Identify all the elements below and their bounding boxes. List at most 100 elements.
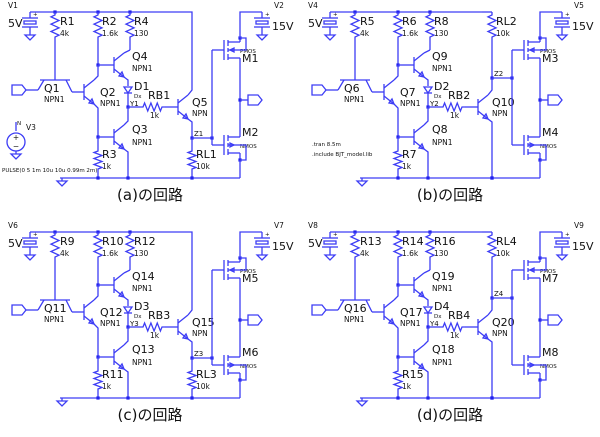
supply-in-name: V1 [8, 1, 18, 10]
supply-in-name: V6 [8, 221, 18, 230]
mos-p-name: M5 [242, 272, 259, 285]
q-in-model: NPN1 [344, 95, 365, 104]
diode-triangle [422, 306, 434, 315]
input-port[interactable] [311, 84, 327, 96]
plus-sign: + [333, 12, 338, 18]
voltage-source: + [554, 232, 570, 261]
battery-plate-short [23, 240, 37, 245]
output-port[interactable] [547, 94, 563, 106]
output-port[interactable] [547, 314, 563, 326]
junction-dot [126, 176, 130, 180]
resistor-mid [92, 12, 104, 40]
output-port[interactable] [247, 314, 263, 326]
output-port[interactable] [247, 94, 263, 106]
wire [423, 296, 429, 306]
mosfet-nmos [523, 355, 540, 375]
input-port[interactable] [11, 304, 27, 316]
q-drv-model: NPN [192, 109, 208, 118]
minus-sign: − [13, 142, 19, 151]
battery-plate-short [555, 20, 569, 25]
plus-sign: + [33, 232, 38, 238]
wire [423, 327, 429, 346]
emitter-arrow [481, 332, 490, 340]
resistor-base-value: 1k [450, 331, 460, 340]
transistor-q-split [78, 79, 96, 105]
voltage-source: + [254, 12, 270, 41]
net-z-label: Z4 [494, 290, 504, 298]
net-z-label: Z3 [194, 350, 203, 358]
ground-icon [9, 153, 23, 160]
ground-icon [355, 180, 369, 187]
collector-lead [113, 124, 125, 134]
voltage-source: + [22, 232, 38, 261]
resistor-top [424, 12, 436, 40]
resistor-base-name: RB1 [148, 89, 170, 102]
battery-plate-short [555, 240, 569, 245]
source-spec: PULSE(0 5 1m 10u 10u 0.99m 2m) [2, 168, 97, 174]
wire [240, 37, 247, 51]
port-shape [547, 94, 563, 106]
collector-lead [113, 52, 125, 62]
plus-sign: + [265, 232, 270, 238]
wire [239, 11, 262, 38]
q-drv-name: Q20 [492, 316, 515, 329]
transistor-q-drv [172, 94, 190, 120]
circuit-caption: (c)の回路 [118, 406, 183, 424]
q-in-emitter [37, 79, 45, 91]
q-down-model: NPN1 [432, 138, 453, 147]
resistor-base-value: 1k [150, 111, 160, 120]
resistor-in-name: R9 [60, 235, 75, 248]
input-port[interactable] [311, 304, 327, 316]
resistor-bot [92, 368, 104, 392]
mosfet-nmos [523, 135, 540, 155]
resistor-load-name: RL1 [196, 148, 217, 161]
emitter-arrow [417, 290, 426, 298]
plus-sign: + [565, 12, 570, 18]
emitter-arrow [417, 70, 426, 78]
wire [423, 148, 429, 178]
port-shape [547, 314, 563, 326]
emitter-arrow [87, 317, 96, 325]
pmos-arrow [228, 266, 235, 274]
wire [93, 285, 99, 301]
collector-lead [477, 94, 489, 104]
resistor-load-name: RL3 [196, 368, 217, 381]
circuit-caption: (a)の回路 [117, 186, 183, 204]
wire [240, 364, 247, 381]
input-port[interactable] [11, 84, 27, 96]
q-split-model: NPN1 [100, 319, 121, 328]
resistor-top-value: 130 [134, 29, 149, 38]
wire [123, 49, 131, 54]
wire [487, 298, 493, 316]
resistor-base-value: 1k [450, 111, 460, 120]
resistor-bot-name: R15 [402, 368, 424, 381]
wire [393, 65, 399, 81]
wire [123, 76, 129, 86]
emitter-arrow [87, 97, 96, 105]
q-in-model: NPN1 [44, 95, 65, 104]
diode-name: D3 [134, 300, 149, 313]
q-down-name: Q13 [132, 343, 155, 356]
mos-n-name: M2 [242, 126, 259, 139]
mosfet-nmos [223, 355, 240, 375]
transistor-q-down [408, 344, 426, 370]
transistor-q-drv [472, 94, 490, 120]
diode-icon [422, 306, 434, 315]
battery-plate-short [323, 20, 337, 25]
diode-name: D4 [434, 300, 449, 313]
nmos-arrow [529, 361, 536, 369]
resistor-base-name: RB3 [148, 309, 170, 322]
q-down-model: NPN1 [432, 358, 453, 367]
diode-name: D1 [134, 80, 149, 93]
q-in-collector [65, 299, 73, 313]
wire [187, 118, 193, 138]
transistor-q-up [108, 52, 126, 78]
wire [423, 49, 431, 54]
emitter-lead [83, 315, 95, 325]
resistor-top-value: 130 [134, 249, 149, 258]
diode-model: Dx [434, 314, 442, 320]
